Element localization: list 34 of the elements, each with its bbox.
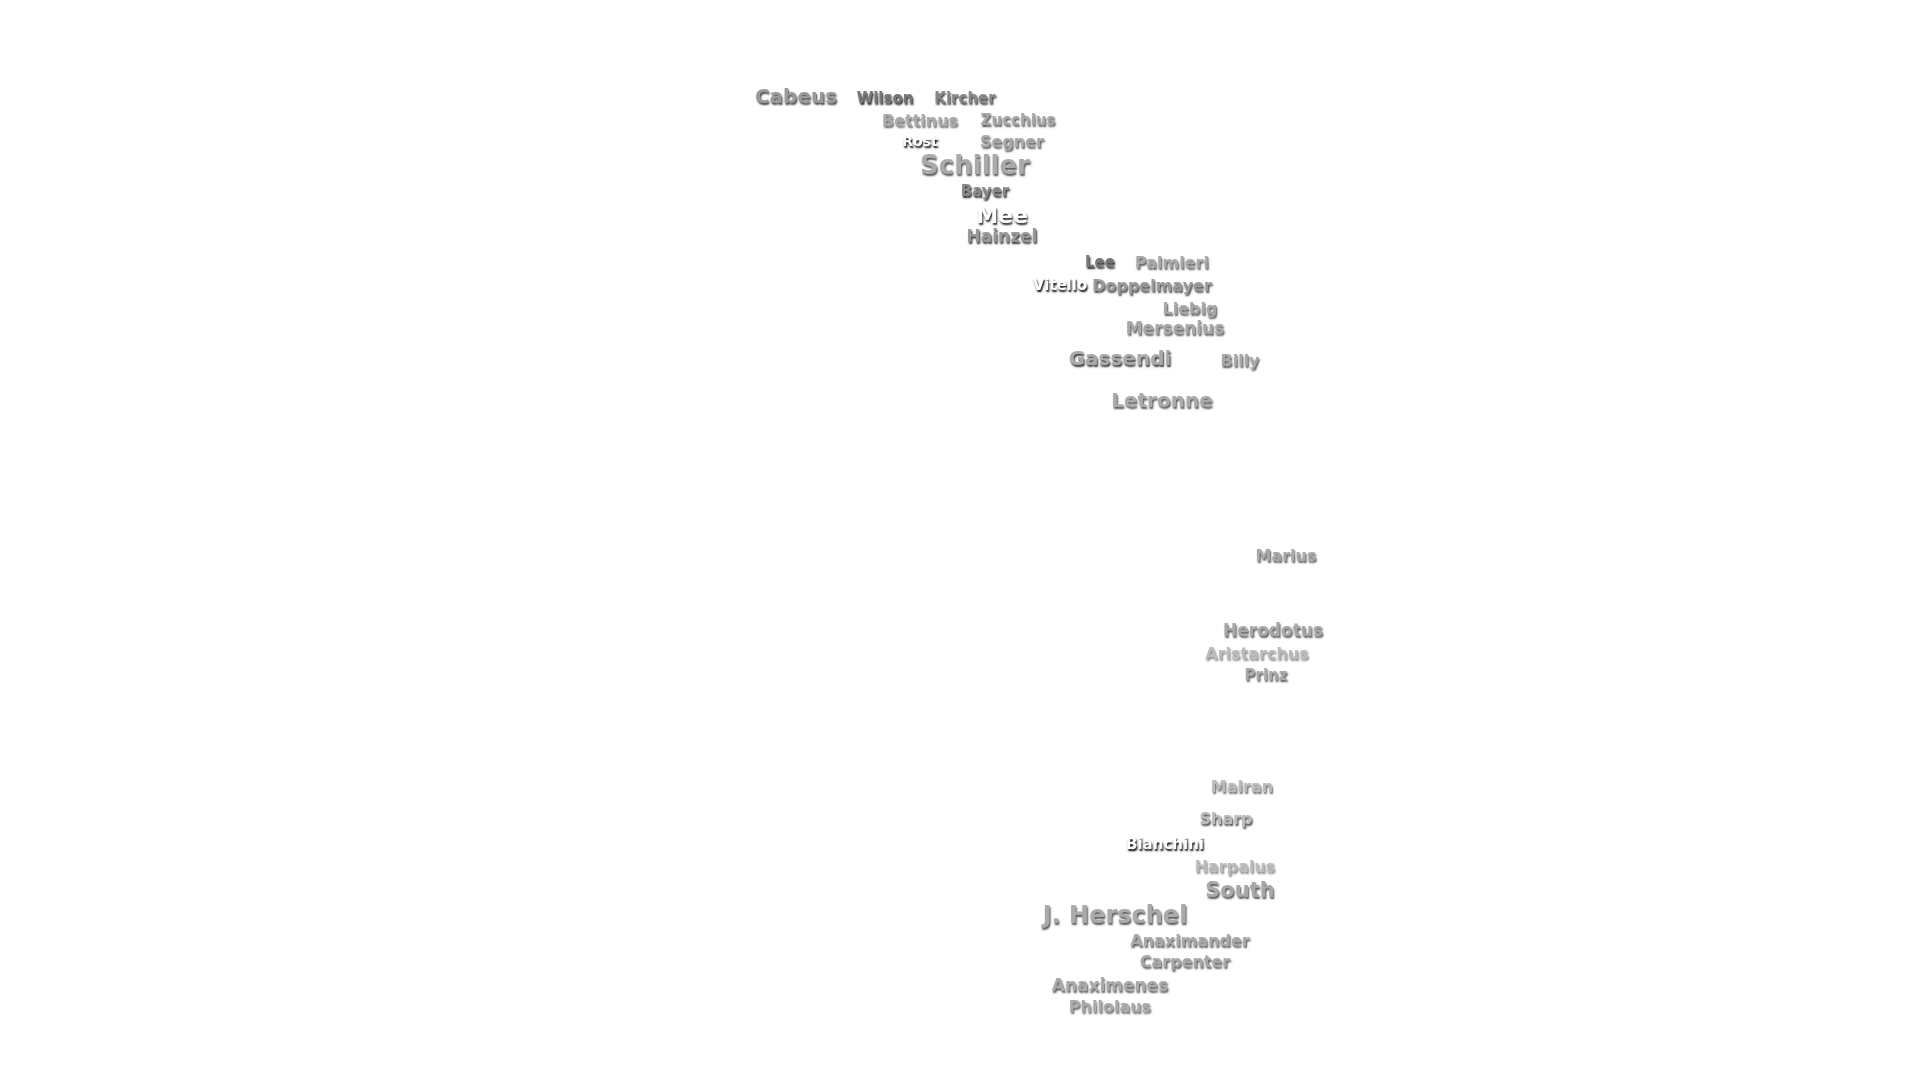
crater-label: Hainzel	[966, 226, 1038, 246]
crater-label: Anaximander	[1130, 930, 1250, 950]
crater-label: Lee	[1085, 253, 1115, 271]
crater-label: Liebig	[1162, 298, 1218, 318]
crater-label: Sharp	[1199, 808, 1253, 828]
crater-label: Vitello	[1032, 276, 1088, 294]
crater-label: Mersenius	[1125, 318, 1225, 338]
crater-label: Letronne	[1111, 388, 1213, 412]
crater-label: Rost	[902, 133, 938, 149]
crater-label: Aristarchus	[1205, 643, 1309, 663]
crater-label: Gassendi	[1068, 346, 1172, 370]
crater-label: Cabeus	[754, 84, 838, 108]
crater-label: Billy	[1220, 350, 1260, 370]
crater-label: J. Herschel	[1042, 901, 1188, 929]
crater-label: Kircher	[934, 89, 996, 107]
crater-label: Marius	[1255, 545, 1317, 565]
crater-label: Carpenter	[1139, 951, 1231, 971]
crater-label: Philolaus	[1068, 996, 1152, 1016]
crater-label: South	[1205, 878, 1275, 902]
crater-label: Bettinus	[881, 110, 959, 130]
crater-label: Harpalus	[1194, 856, 1276, 876]
crater-label: Bianchini	[1126, 835, 1204, 853]
crater-label: Prinz	[1244, 666, 1288, 684]
crater-label: Herodotus	[1223, 620, 1323, 640]
crater-label: Segner	[980, 131, 1044, 151]
crater-label: Wilson	[856, 89, 914, 107]
crater-label: Schiller	[920, 150, 1030, 180]
crater-label: Mee	[976, 202, 1028, 228]
crater-label: Zucchius	[980, 111, 1056, 129]
crater-label: Palmieri	[1135, 252, 1209, 272]
crater-label: Bayer	[960, 182, 1010, 200]
crater-label: Mairan	[1210, 776, 1274, 796]
crater-label: Anaximenes	[1051, 975, 1169, 995]
crater-label: Doppelmayer	[1092, 275, 1212, 295]
